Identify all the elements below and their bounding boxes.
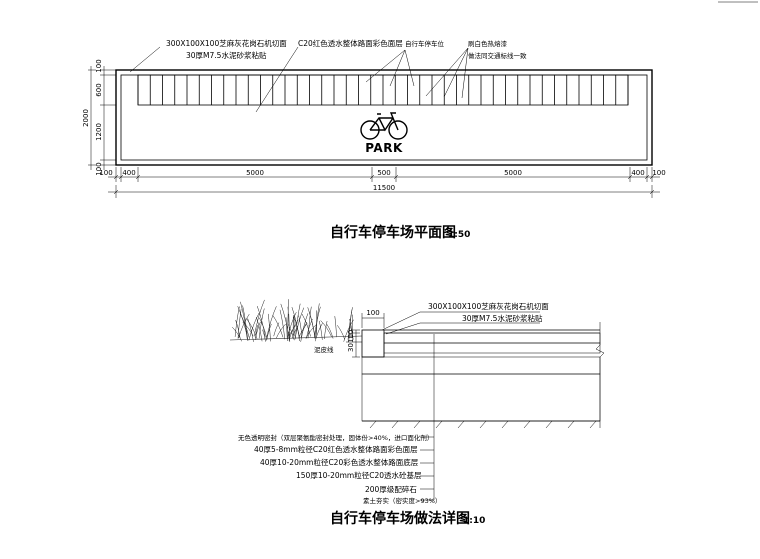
section-note-mortar: 30厚M7.5水泥砂浆粘贴 — [462, 313, 543, 323]
plan-note-bike-space: 自行车停车位 — [405, 39, 445, 48]
grass-blade — [321, 321, 332, 337]
section-title: 自行车停车场做法详图 — [330, 510, 470, 527]
section-dim-curb-1: 30 — [347, 343, 355, 352]
plan-note-marking-2: 做法同交通标线一致 — [468, 51, 527, 60]
layer-label-5: 200厚级配碎石 — [365, 484, 417, 494]
section-view: 100 30 100 300X100X100芝麻灰花岗石机切面 30厚M7.5水… — [230, 299, 604, 527]
section-base-course — [384, 343, 600, 353]
layer-label-2: 40厚5-8mm粒径C20红色透水整体路面彩色面层 — [254, 444, 418, 454]
grass-blade — [337, 325, 345, 339]
section-scale: 1:10 — [463, 516, 485, 526]
plan-dim-total: 11500 — [373, 184, 395, 192]
grass-blade — [299, 316, 302, 336]
plan-dim-left-3: 1200 — [95, 123, 103, 141]
plan-view: PARK 300X100X100芝麻灰花岗石机切面 30厚M7.5水泥砂浆粘贴 … — [82, 38, 666, 241]
grass-blade — [327, 324, 333, 338]
section-permeable-concrete — [362, 357, 600, 374]
section-layer-callouts — [420, 437, 434, 500]
section-break-line — [596, 322, 604, 428]
section-curb-stone — [362, 330, 384, 357]
section-mortar-leader — [386, 323, 540, 334]
plan-scale: 1:50 — [448, 230, 470, 240]
plan-bike-stripes — [138, 75, 628, 105]
plan-dim-3: 5000 — [246, 169, 264, 177]
grass-icon — [230, 299, 362, 342]
section-graded-gravel — [362, 374, 600, 421]
plan-left-dimension-lines — [88, 66, 116, 170]
section-note-soil-line: 泥皮线 — [314, 345, 334, 354]
layer-label-3: 40厚10-20mm粒径C20彩色透水整体路面底层 — [260, 457, 419, 467]
plan-title: 自行车停车场平面图 — [330, 224, 456, 241]
plan-note-stone-edge: 300X100X100芝麻灰花岗石机切面 — [166, 38, 287, 48]
grass-blade — [232, 327, 242, 341]
section-top-course — [384, 333, 600, 343]
plan-note-paving: C20红色透水整体路面彩色面层 — [298, 38, 403, 48]
grass-blade — [267, 324, 272, 339]
grass-blade — [235, 307, 239, 337]
plan-dim-5: 5000 — [504, 169, 522, 177]
section-dim-top: 100 — [366, 309, 379, 317]
plan-dim-2: 400 — [122, 169, 135, 177]
plan-note-mortar: 30厚M7.5水泥砂浆粘贴 — [186, 50, 267, 60]
bicycle-icon — [361, 113, 407, 139]
grass-blade — [335, 316, 337, 337]
plan-dim-4: 500 — [377, 169, 390, 177]
plan-dim-6: 400 — [631, 169, 644, 177]
plan-dim-left-total: 2000 — [82, 109, 90, 127]
plan-leader-lines — [130, 47, 468, 112]
plan-dim-left-1: 100 — [95, 59, 103, 72]
grass-blade — [240, 302, 247, 339]
layer-label-6: 素土夯实（密实度>93%） — [363, 496, 441, 505]
section-dim-curb-2: 100 — [347, 330, 355, 343]
layer-label-1: 无色透明密封（双层聚氨酯密封处理，固体份>40%，进口面化剂） — [238, 433, 433, 442]
layer-label-4: 150厚10-20mm粒径C20透水砼基层 — [296, 470, 422, 480]
park-label: PARK — [365, 141, 403, 155]
section-note-stone: 300X100X100芝麻灰花岗石机切面 — [428, 301, 549, 311]
grass-blade — [286, 317, 287, 341]
grass-blade — [255, 322, 260, 340]
plan-dim-left-2: 600 — [95, 83, 103, 96]
plan-dim-left-4: 100 — [95, 162, 103, 175]
plan-dim-7: 100 — [652, 169, 665, 177]
plan-note-marking-1: 刷白色热熔漆 — [468, 39, 508, 48]
grass-blade — [324, 321, 327, 339]
section-compacted-soil-hatch — [370, 421, 596, 428]
